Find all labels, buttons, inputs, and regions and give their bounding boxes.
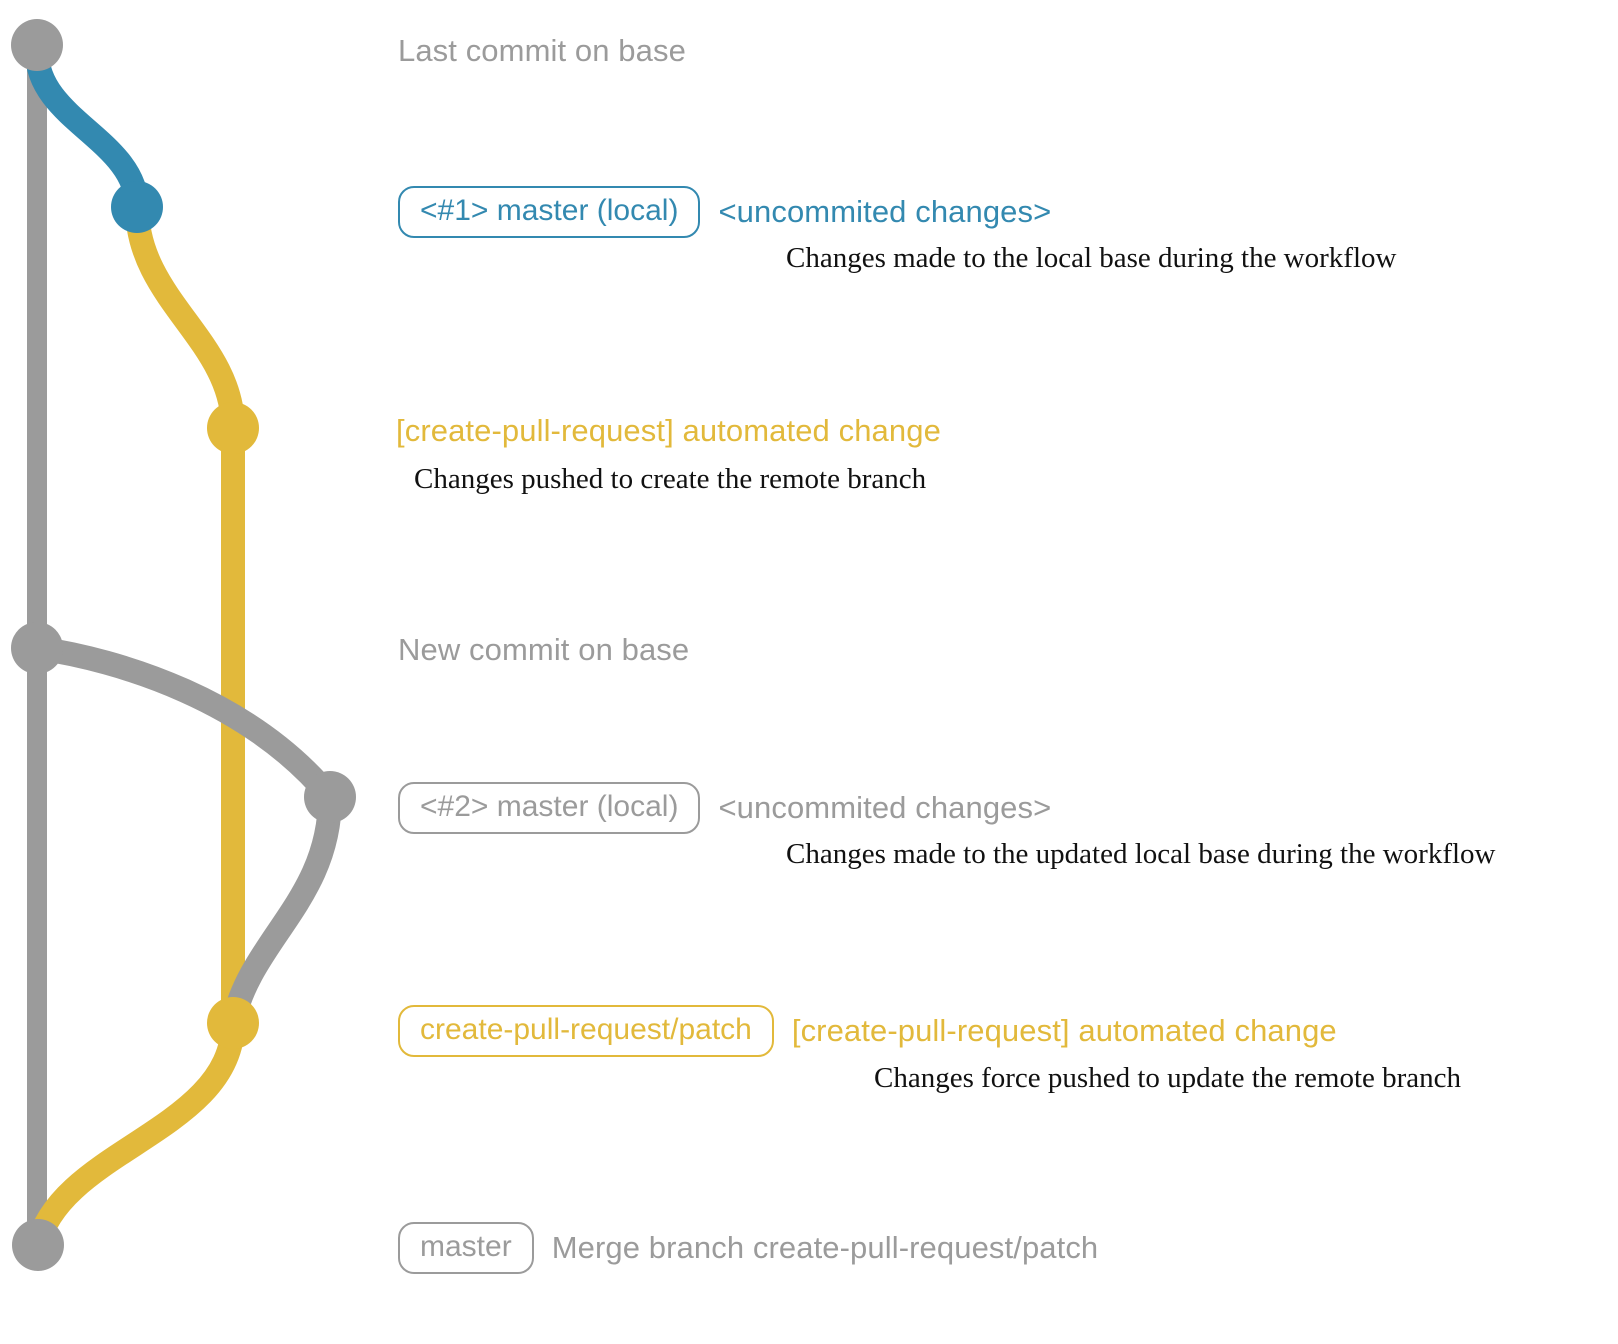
branch-pill-master[interactable]: master	[398, 1222, 534, 1274]
edge-base-to-local-1	[25, 40, 149, 219]
row-merge: master Merge branch create-pull-request/…	[398, 1222, 1098, 1274]
commit-graph	[11, 19, 356, 1271]
commit-subject-new-commit-on-base: New commit on base	[398, 632, 690, 667]
edge-local-1-to-remote-1	[125, 195, 245, 440]
commit-subject-merge: Merge branch create-pull-request/patch	[551, 1229, 1099, 1265]
commit-node-local-2[interactable]	[304, 771, 356, 823]
commit-subject-automated-change-2: [create-pull-request] automated change	[791, 1012, 1337, 1048]
caption-automated-change-1: Changes pushed to create the remote bran…	[414, 463, 927, 495]
row-automated-change-2: create-pull-request/patch [create-pull-r…	[398, 1005, 1337, 1057]
branch-pill-local-2[interactable]: <#2> master (local)	[398, 782, 701, 834]
row-local-1: <#1> master (local) <uncommited changes>	[398, 186, 1051, 238]
branch-pill-local-1[interactable]: <#1> master (local)	[398, 186, 701, 238]
edge-base-to-local-2	[25, 636, 342, 809]
commit-subject-last-commit-on-base: Last commit on base	[398, 33, 686, 68]
commit-subject-automated-change-1: [create-pull-request] automated change	[396, 413, 941, 448]
commit-subject-local-1: <uncommited changes>	[718, 193, 1052, 229]
edge-remote-2-to-merge	[26, 1011, 245, 1257]
caption-automated-change-2: Changes force pushed to update the remot…	[874, 1062, 1462, 1094]
commit-node-merge[interactable]	[12, 1219, 64, 1271]
row-local-2: <#2> master (local) <uncommited changes>	[398, 782, 1051, 834]
edge-local-2-to-remote-2	[221, 785, 342, 1035]
caption-local-1: Changes made to the local base during th…	[786, 242, 1397, 274]
commit-subject-local-2: <uncommited changes>	[718, 789, 1052, 825]
branch-pill-create-pull-request-patch[interactable]: create-pull-request/patch	[398, 1005, 774, 1057]
commit-node-remote-2[interactable]	[207, 997, 259, 1049]
row-automated-change-1: [create-pull-request] automated change	[396, 413, 941, 449]
row-last-commit-on-base: Last commit on base	[398, 33, 686, 69]
commit-node-last-commit-on-base[interactable]	[11, 19, 63, 71]
commit-node-remote-1[interactable]	[207, 402, 259, 454]
commit-node-local-1[interactable]	[111, 181, 163, 233]
row-new-commit-on-base: New commit on base	[398, 632, 689, 668]
caption-local-2: Changes made to the updated local base d…	[786, 838, 1496, 870]
commit-node-new-commit-on-base[interactable]	[11, 622, 63, 674]
